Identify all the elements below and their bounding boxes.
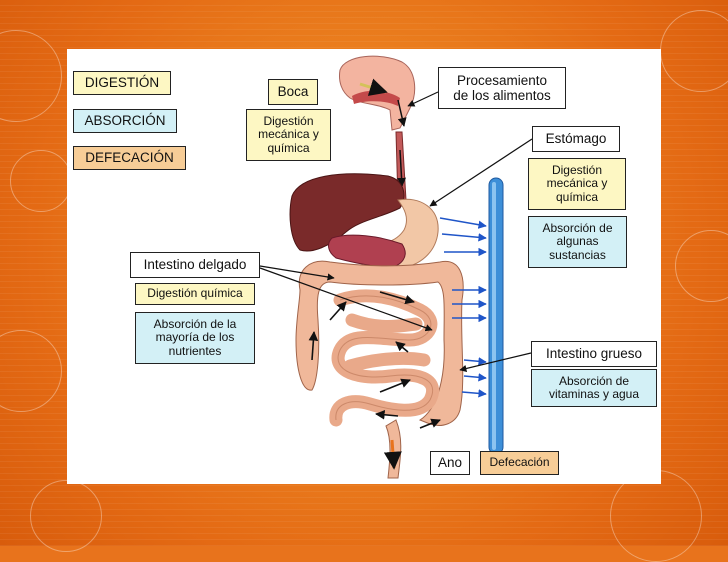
mouth-illustration xyxy=(339,55,416,131)
digestive-system-illustration xyxy=(259,55,533,479)
legend-defecation: DEFECACIÓN xyxy=(73,146,186,170)
label-food-processing: Procesamiento de los alimentos xyxy=(438,67,566,109)
label-anus: Ano xyxy=(430,451,470,475)
large-intestine-illustration xyxy=(295,260,464,426)
legend-absorption: ABSORCIÓN xyxy=(73,109,177,133)
legend-digestion: DIGESTIÓN xyxy=(73,71,171,95)
small-intestine-illustration xyxy=(329,289,439,427)
label-small-intestine-digestion: Digestión química xyxy=(135,283,255,305)
label-large-intestine: Intestino grueso xyxy=(531,341,657,367)
label-mouth: Boca xyxy=(268,79,318,105)
label-stomach-absorption: Absorción de algunas sustancias xyxy=(528,216,627,268)
label-small-intestine: Intestino delgado xyxy=(130,252,260,278)
absorption-arrows xyxy=(439,217,487,398)
liver-illustration xyxy=(289,173,405,252)
label-small-intestine-absorption: Absorción de la mayoría de los nutriente… xyxy=(135,312,255,364)
label-mouth-digestion: Digestión mecánica y química xyxy=(246,109,331,161)
label-large-intestine-absorption: Absorción de vitaminas y agua xyxy=(531,369,657,407)
label-anus-defecation: Defecación xyxy=(480,451,559,475)
label-stomach: Estómago xyxy=(532,126,620,152)
label-stomach-digestion: Digestión mecánica y química xyxy=(528,158,626,210)
